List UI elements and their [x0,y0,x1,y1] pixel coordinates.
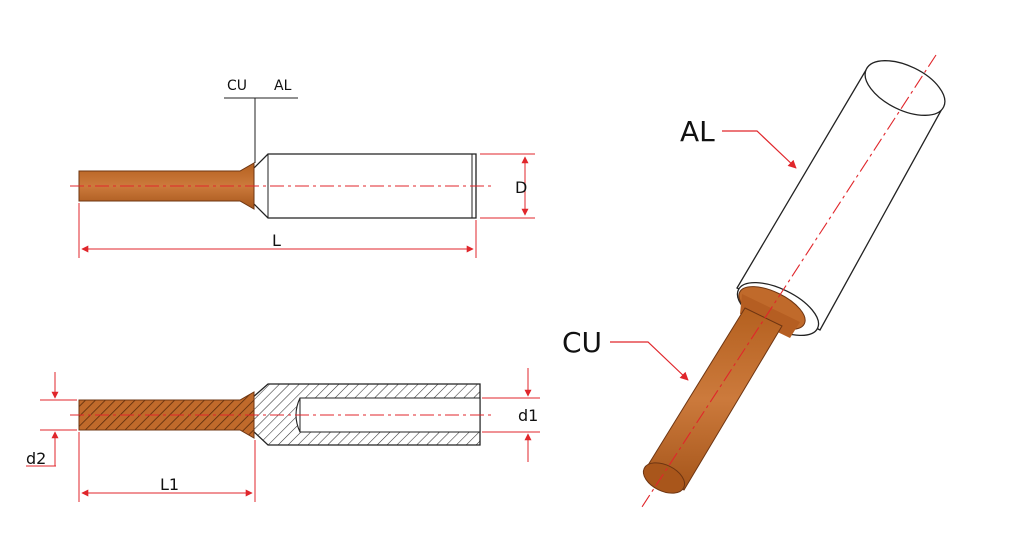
label-dim-d1: d1 [518,406,538,425]
label-cu-small: CU [227,78,247,94]
label-dim-L1: L1 [160,475,179,494]
iso-cu-pin-end [642,462,686,494]
label-al-small: AL [274,78,292,94]
iso-cu-leader [610,341,689,381]
isometric-view: AL CU [562,54,946,511]
label-dim-d2: d2 [26,449,46,468]
iso-label-cu: CU [562,326,602,359]
iso-label-al: AL [680,115,715,148]
iso-cu-pin [644,307,783,491]
iso-cu-shoulder-band [740,294,800,338]
iso-centerline [639,54,937,511]
iso-al-end-cap [864,60,946,116]
section-view-bottom: d1 d2 L1 [26,368,540,502]
label-dim-L: L [272,231,281,250]
iso-al-leader [722,130,797,169]
side-view-top: CU AL D L [70,78,535,258]
cu-pin [78,162,255,210]
cu-section-pin [78,391,255,439]
label-dim-D: D [515,178,527,197]
